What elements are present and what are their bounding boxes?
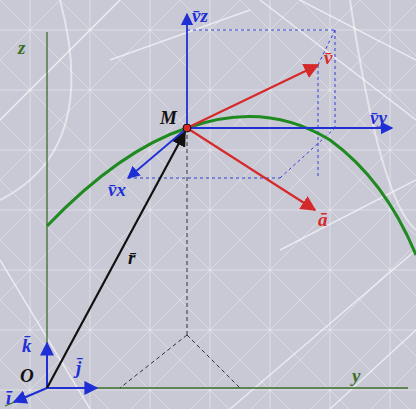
vector-label: j̄ (76, 358, 81, 377)
vector-label: ī (6, 388, 11, 407)
projection-lines (120, 128, 240, 388)
velocity-acceleration (187, 65, 318, 210)
vector-label: ā (318, 210, 328, 229)
vector-label: v̄y (370, 108, 387, 127)
axis-label: z (18, 38, 25, 57)
vector-label: r̄ (128, 248, 135, 267)
trajectory-curve (47, 116, 416, 255)
origin-label: O (20, 366, 34, 385)
coordinate-axes (5, 32, 408, 406)
axis-label: y (352, 366, 360, 385)
vector-label: v̄ (324, 48, 332, 67)
point-m (183, 124, 191, 132)
vector-label: v̄x (108, 180, 126, 199)
point-label: M (160, 108, 177, 127)
velocity-components (128, 14, 392, 178)
vector-label: k̄ (22, 336, 32, 355)
position-vector (47, 132, 185, 388)
vector-label: v̄z (192, 6, 208, 25)
